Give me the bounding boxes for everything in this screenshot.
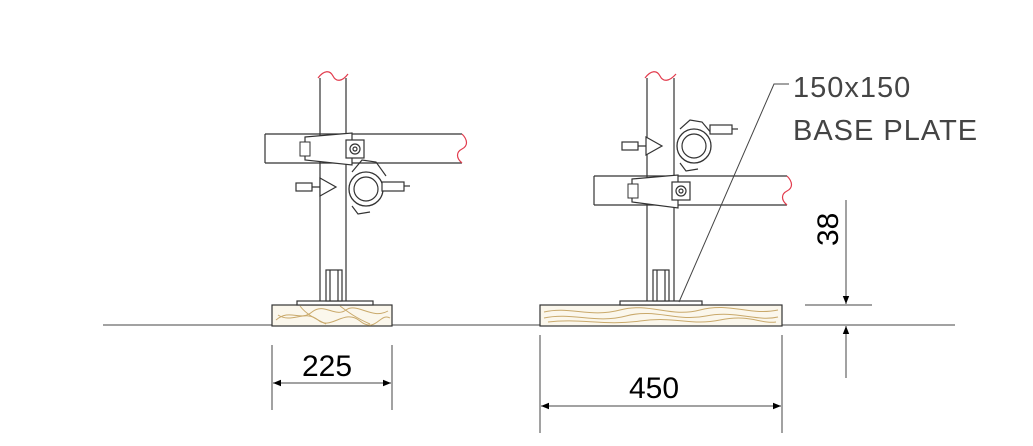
left-swivel-coupler	[295, 159, 410, 215]
left-base-plate	[296, 300, 374, 306]
right-timber-sole-board	[539, 304, 783, 327]
right-lower-coupler	[627, 174, 691, 209]
left-assembly	[264, 71, 468, 327]
right-base-socket	[652, 269, 670, 302]
dimension-38-label: 38	[812, 213, 845, 246]
dimension-small-width: 225	[271, 345, 393, 410]
right-assembly	[539, 71, 793, 327]
left-timber-sole-board	[271, 304, 393, 327]
right-swivel-coupler	[621, 119, 738, 172]
callout-line-2: BASE PLATE	[793, 115, 978, 147]
dimension-225-label: 225	[302, 350, 352, 383]
dimension-plate-height: 38	[805, 200, 872, 378]
callout-line-1: 150x150	[793, 72, 911, 104]
callout-leader-line	[678, 83, 789, 303]
right-ledger-tube	[593, 175, 793, 206]
left-base-socket	[325, 269, 343, 302]
dimension-large-width: 450	[539, 335, 783, 433]
dimension-450-label: 450	[629, 372, 679, 405]
right-base-plate	[619, 300, 703, 306]
left-upper-coupler	[299, 132, 365, 166]
left-ledger-tube	[264, 133, 468, 164]
base-plate-callout: 150x150 BASE PLATE	[678, 72, 978, 303]
